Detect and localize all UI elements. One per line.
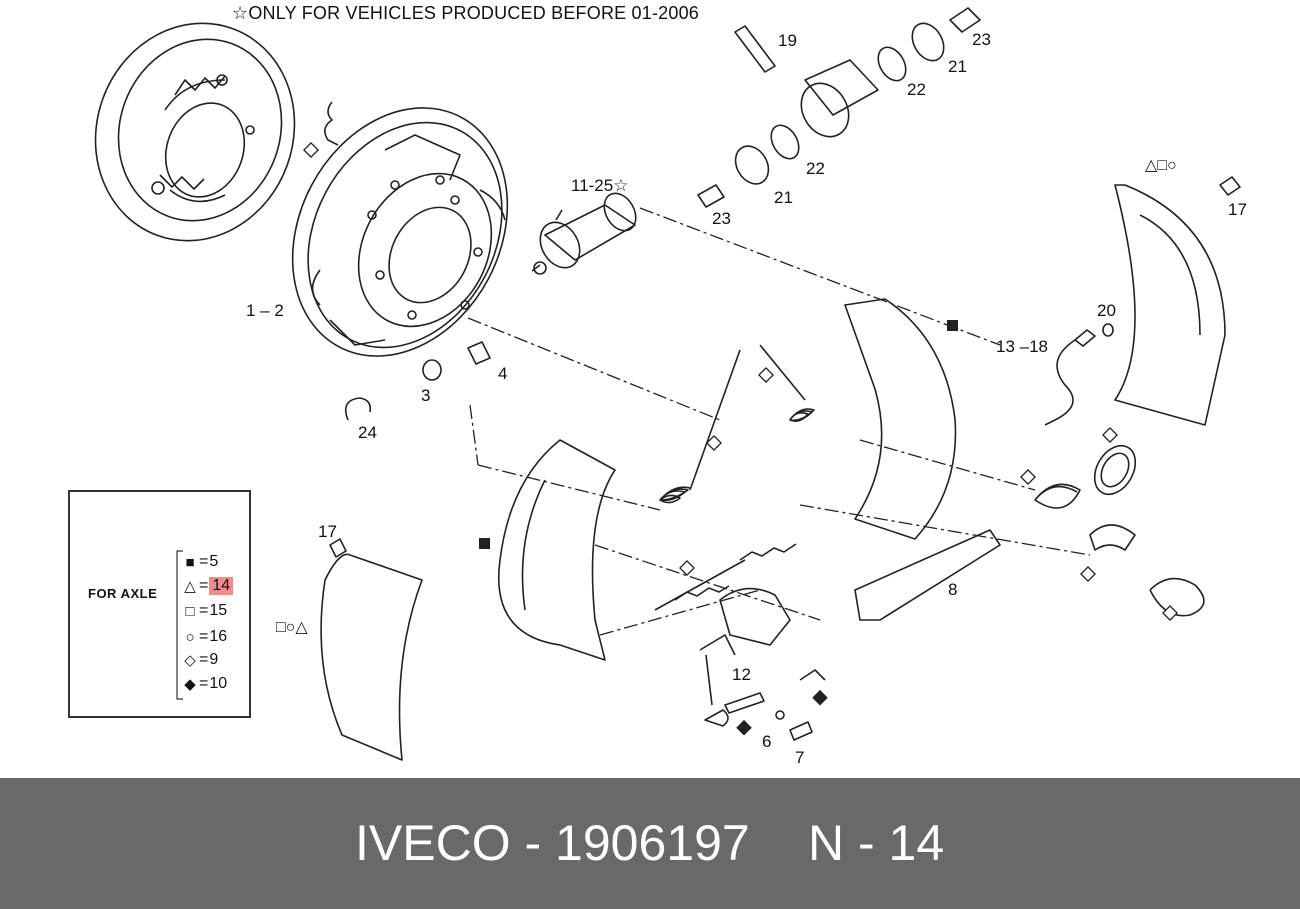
callout-22-top[interactable]: 22 — [907, 80, 926, 99]
callout-3[interactable]: 3 — [421, 386, 431, 405]
brand-part-number: IVECO - 1906197 — [355, 815, 750, 871]
legend-row-10: ◆=10 — [182, 674, 227, 694]
retainer-drawing — [344, 397, 372, 421]
legend-row-15: □=15 — [182, 601, 227, 621]
callout-21-top[interactable]: 21 — [948, 57, 967, 76]
callout-7[interactable]: 7 — [795, 748, 805, 767]
assembled-brake-drawing — [94, 22, 296, 242]
for-axle-label: FOR AXLE — [88, 586, 158, 601]
clip-drawing — [324, 101, 339, 146]
filled-square-icon: ■ — [185, 553, 195, 571]
lining-strip-drawing — [854, 529, 1001, 621]
callout-23-top[interactable]: 23 — [972, 30, 991, 49]
highlighted-legend-value: 14 — [209, 577, 234, 595]
outline-diamond-icon: ◇ — [184, 652, 196, 669]
callout-8[interactable]: 8 — [948, 580, 958, 599]
callout-22-mid[interactable]: 22 — [806, 159, 825, 178]
callout-19[interactable]: 19 — [778, 31, 797, 50]
callout-17-right[interactable]: 17 — [1228, 200, 1247, 219]
spring-drawings — [654, 344, 1205, 617]
cylinder-parts-drawing — [697, 7, 981, 208]
callout-12[interactable]: 12 — [732, 665, 751, 684]
legend-bracket — [176, 550, 183, 700]
shoe-marker-bottom-left: □○△ — [276, 619, 308, 636]
parts-diagram: ☆ONLY FOR VEHICLES PRODUCED BEFORE 01-20… — [68, 3, 1247, 767]
legend-row-5: ■=5 — [182, 552, 218, 572]
axle-legend: FOR AXLE ■=5 △=14 □=15 ○=16 ◇=9 ◆=10 — [68, 490, 251, 718]
diagram-position: N - 14 — [808, 815, 945, 871]
callout-21-mid[interactable]: 21 — [774, 188, 793, 207]
circle-icon: ○ — [185, 628, 195, 646]
callout-11-25[interactable]: 11-25☆ — [571, 176, 629, 195]
callout-4[interactable]: 4 — [498, 364, 508, 383]
wheel-cylinder-drawing — [531, 192, 637, 275]
production-date-note: ☆ONLY FOR VEHICLES PRODUCED BEFORE 01-20… — [232, 3, 700, 23]
square-icon: □ — [185, 602, 195, 620]
shoe-marker-top-right: △□○ — [1145, 157, 1177, 174]
sensor-wire-drawing — [1044, 339, 1076, 426]
backing-plate-drawing — [291, 107, 509, 357]
callout-20[interactable]: 20 — [1097, 301, 1116, 320]
brake-shoe-drawings — [320, 184, 1226, 761]
exploded-brake-drawing — [79, 7, 1241, 761]
triangle-icon: △ — [184, 578, 196, 595]
adjuster-drawing — [699, 587, 826, 741]
callout-17-left[interactable]: 17 — [318, 522, 337, 541]
callout-23-mid[interactable]: 23 — [712, 209, 731, 228]
filled-diamond-icon: ◆ — [184, 676, 196, 693]
legend-row-14: △=14 — [182, 576, 234, 596]
callout-24[interactable]: 24 — [358, 423, 377, 442]
callout-6[interactable]: 6 — [762, 732, 772, 751]
legend-row-16: ○=16 — [182, 627, 227, 647]
callout-13-18[interactable]: 13 –18 — [996, 337, 1048, 356]
legend-row-9: ◇=9 — [182, 650, 218, 670]
callout-1-2[interactable]: 1 – 2 — [246, 301, 284, 320]
part-number-footer: IVECO - 1906197 N - 14 — [0, 778, 1300, 909]
